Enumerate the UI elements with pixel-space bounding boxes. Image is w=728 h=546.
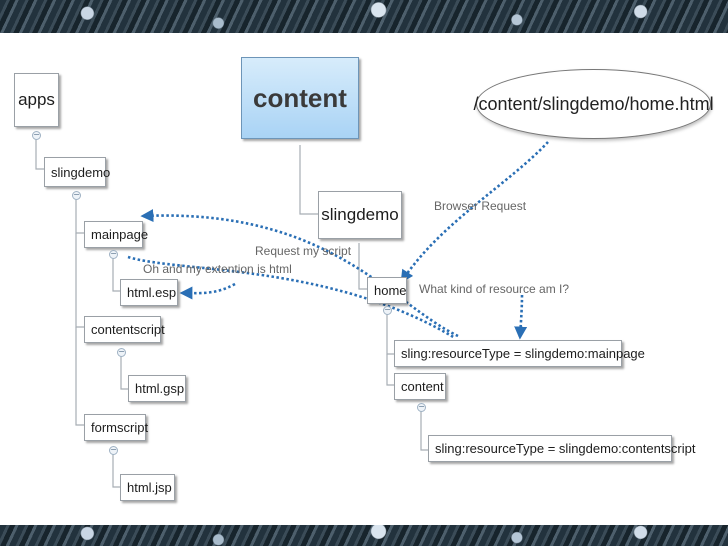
- html-esp-label: html.esp: [127, 285, 177, 300]
- collapse-toggle-icon[interactable]: −: [109, 249, 118, 259]
- browser-request-note: Browser Request: [434, 199, 527, 213]
- connector-apps-slingdemo: [35, 137, 44, 170]
- connector-content-slingdemo: [299, 145, 318, 215]
- formscript-label: formscript: [91, 420, 149, 435]
- collapse-toggle-icon[interactable]: −: [32, 130, 41, 140]
- request-script-arrow: [140, 209, 459, 338]
- apps-node: apps: [14, 73, 59, 127]
- resource-type-arrow: [514, 294, 528, 340]
- resource-question-note: What kind of resource am I?: [419, 282, 570, 296]
- extension-arrow: [179, 282, 236, 300]
- slide: apps − slingdemo − mainpage − html.esp c…: [0, 33, 728, 525]
- home-node: home: [367, 277, 407, 304]
- content-resource-type-node: sling:resourceType = slingdemo:contentsc…: [428, 435, 696, 462]
- collapse-toggle-icon[interactable]: −: [417, 402, 426, 412]
- connector-mainpage-htmlesp: [112, 254, 120, 292]
- background-photo-top: [0, 0, 728, 33]
- html-esp-node: html.esp: [120, 279, 178, 306]
- connector-slingdemo-home: [358, 243, 367, 290]
- html-gsp-label: html.gsp: [135, 381, 185, 396]
- contentscript-label: contentscript: [91, 322, 165, 337]
- background-photo-bottom: [0, 525, 728, 546]
- content-root-label: content: [253, 82, 347, 113]
- slingdemo-apps-node: slingdemo: [44, 157, 110, 187]
- slingdemo-apps-label: slingdemo: [51, 164, 111, 180]
- connector-contentscript-htmlgsp: [120, 353, 128, 390]
- content-root-node: content: [241, 57, 359, 139]
- html-jsp-node: html.jsp: [120, 474, 175, 501]
- apps-label: apps: [18, 90, 55, 109]
- content-resource-type-label: sling:resourceType = slingdemo:contentsc…: [435, 441, 696, 456]
- home-resource-type-label: sling:resourceType = slingdemo:mainpage: [401, 346, 645, 361]
- connector-layer: [35, 137, 549, 488]
- formscript-node: formscript: [84, 414, 149, 441]
- mainpage-label: mainpage: [91, 227, 149, 242]
- connector-slingdemo-mainpage: [75, 195, 84, 234]
- connector-home-content: [386, 354, 394, 386]
- collapse-toggle-icon[interactable]: −: [383, 305, 392, 315]
- connector-home-resourcetype: [386, 309, 394, 355]
- content-child-node: content: [394, 373, 446, 400]
- home-label: home: [374, 283, 407, 298]
- collapse-toggle-icon[interactable]: −: [72, 190, 81, 200]
- extension-note: Oh and my extention is html: [143, 262, 292, 276]
- return-link-line: [127, 255, 456, 340]
- mainpage-node: mainpage: [84, 221, 148, 248]
- home-resource-type-node: sling:resourceType = slingdemo:mainpage: [394, 340, 645, 367]
- request-url-bubble: /content/slingdemo/home.html: [473, 69, 714, 139]
- html-gsp-node: html.gsp: [128, 375, 186, 402]
- connector-content-resourcetype: [420, 406, 428, 451]
- html-jsp-label: html.jsp: [127, 480, 172, 495]
- collapse-toggle-icon[interactable]: −: [109, 445, 118, 455]
- connector-formscript-htmljsp: [112, 452, 120, 488]
- collapse-toggle-icon[interactable]: −: [117, 347, 126, 357]
- browser-request-arrow: [400, 141, 549, 284]
- content-child-label: content: [401, 379, 444, 394]
- slingdemo-content-label: slingdemo: [321, 205, 399, 224]
- connector-slingdemo-formscript: [75, 327, 84, 426]
- request-url-label: /content/slingdemo/home.html: [473, 93, 714, 114]
- connector-slingdemo-contentscript: [75, 233, 84, 328]
- contentscript-node: contentscript: [84, 316, 165, 343]
- slingdemo-content-node: slingdemo: [318, 191, 402, 239]
- request-script-note: Request my script: [255, 244, 352, 258]
